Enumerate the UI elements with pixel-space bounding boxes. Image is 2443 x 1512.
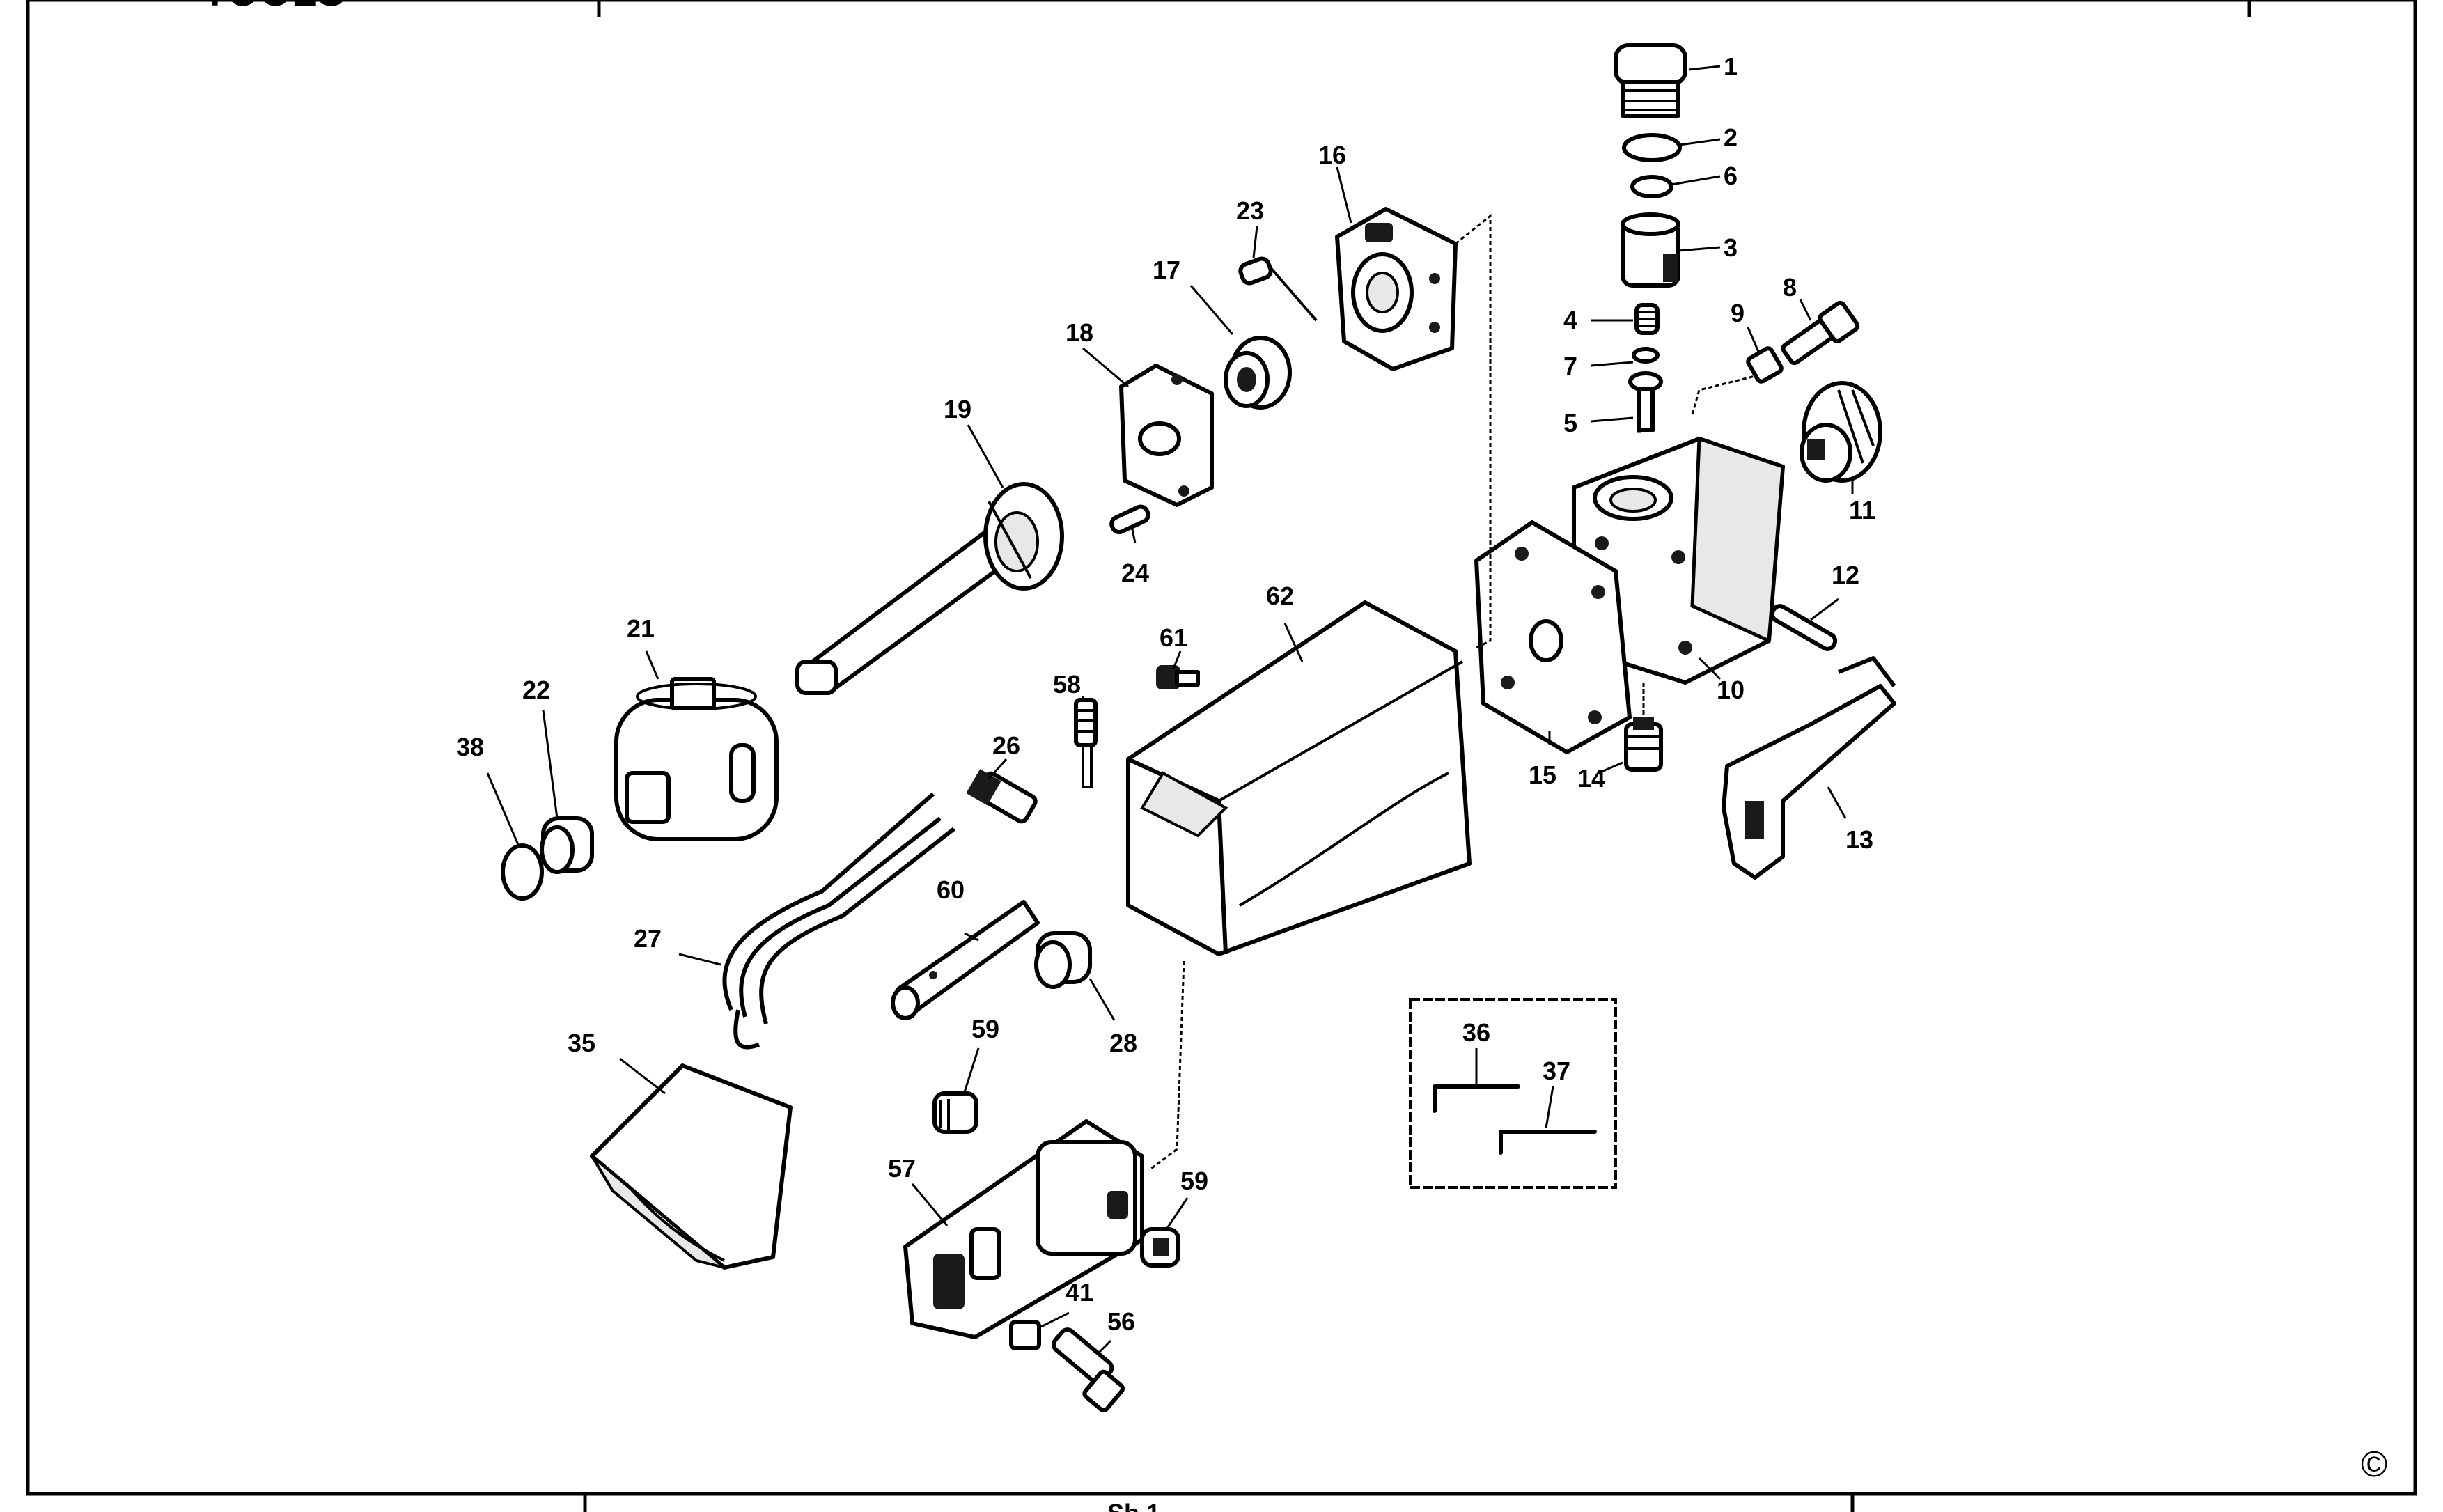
part-2-o-ring <box>1622 133 1682 162</box>
callout-57: 57 <box>888 1154 916 1183</box>
part-59-sleeve-upper <box>932 1091 978 1134</box>
callout-7: 7 <box>1563 352 1577 380</box>
part-26-set-screw <box>966 769 1038 824</box>
callout-15: 15 <box>1529 761 1556 789</box>
part-56-bolt <box>1052 1327 1125 1413</box>
part-1-plug <box>1614 43 1687 118</box>
callout-6: 6 <box>1724 162 1738 190</box>
callout-9: 9 <box>1731 299 1745 327</box>
callout-17: 17 <box>1153 256 1180 284</box>
part-7-ring <box>1632 347 1660 364</box>
part-22-sleeve <box>540 816 594 874</box>
callout-35: 35 <box>568 1029 595 1057</box>
callout-1: 1 <box>1724 52 1738 81</box>
part-11-inlet-bushing <box>1800 381 1882 483</box>
callout-2: 2 <box>1724 123 1738 152</box>
callout-13: 13 <box>1845 825 1873 854</box>
part-17-bearing <box>1224 336 1292 410</box>
callout-26: 26 <box>992 731 1020 760</box>
part-9-nut <box>1746 346 1784 384</box>
part-8-bolt <box>1781 300 1860 366</box>
part-16-end-plate <box>1335 207 1458 371</box>
part-38-ring <box>501 843 544 901</box>
part-21-cylinder <box>614 677 779 841</box>
header-logo-fragment: TOOLS <box>202 0 345 15</box>
callout-37: 37 <box>1543 1057 1570 1085</box>
callout-labels: 1 2 6 3 4 7 5 8 9 11 12 10 13 14 15 16 2… <box>456 52 1875 1336</box>
part-58-screw <box>1074 698 1098 788</box>
callout-41: 41 <box>1066 1278 1093 1307</box>
part-28-bushing <box>1034 931 1092 989</box>
part-41-nut <box>1009 1320 1041 1350</box>
callout-58: 58 <box>1053 670 1081 699</box>
part-13-trigger-lever <box>1722 656 1896 880</box>
callout-8: 8 <box>1783 273 1797 302</box>
callout-19: 19 <box>944 395 971 423</box>
callout-61: 61 <box>1160 623 1187 652</box>
part-27-handle-tube <box>722 792 955 1050</box>
callout-16: 16 <box>1318 141 1346 169</box>
callout-22: 22 <box>522 676 550 704</box>
callout-60: 60 <box>937 875 965 904</box>
sheet-frame <box>26 0 2417 1512</box>
callout-21: 21 <box>627 614 655 643</box>
callout-36: 36 <box>1462 1018 1490 1047</box>
part-5-valve-stem <box>1628 371 1663 432</box>
part-59-nut-lower <box>1140 1227 1180 1268</box>
callout-14: 14 <box>1577 764 1605 793</box>
callout-56: 56 <box>1107 1307 1135 1336</box>
callout-59-upper: 59 <box>971 1015 999 1043</box>
part-19-rotor-shaft <box>795 482 1064 695</box>
part-18-rear-plate <box>1119 364 1214 507</box>
callout-3: 3 <box>1724 233 1738 262</box>
callout-23: 23 <box>1236 196 1264 225</box>
part-14-fitting <box>1624 717 1663 772</box>
footer-sheet-fragment: Sh.1 <box>1107 1499 1160 1512</box>
part-3-valve-bushing <box>1621 212 1680 288</box>
callout-11: 11 <box>1849 496 1875 524</box>
part-6-o-ring <box>1630 175 1673 198</box>
part-57-handle-body <box>903 1119 1144 1339</box>
part-15-cover-plate <box>1474 520 1632 754</box>
callout-18: 18 <box>1066 318 1093 347</box>
callout-4: 4 <box>1563 306 1577 334</box>
part-35-muffler <box>590 1063 793 1270</box>
part-60-pin <box>891 900 1040 1020</box>
part-24-dowel-pin <box>1109 504 1150 535</box>
copyright-mark: © <box>2361 1444 2387 1485</box>
callout-28: 28 <box>1109 1029 1137 1057</box>
callout-59-lower: 59 <box>1180 1167 1208 1195</box>
callout-62: 62 <box>1266 582 1294 610</box>
part-10-housing <box>1572 436 1785 685</box>
part-61-screw <box>1156 665 1200 689</box>
part-12-pin <box>1770 604 1838 651</box>
callout-10: 10 <box>1717 676 1745 704</box>
part-23-key <box>1238 256 1318 322</box>
callout-12: 12 <box>1832 561 1859 589</box>
callout-5: 5 <box>1563 409 1577 437</box>
callout-38: 38 <box>456 733 484 761</box>
callout-24: 24 <box>1121 559 1149 587</box>
callout-27: 27 <box>634 924 662 953</box>
assembly-lines <box>1148 213 1756 1171</box>
part-4-spring <box>1634 303 1660 335</box>
hex-key-inset <box>1409 998 1617 1189</box>
part-62-main-housing <box>1126 600 1472 956</box>
leader-lines <box>486 65 1854 1356</box>
